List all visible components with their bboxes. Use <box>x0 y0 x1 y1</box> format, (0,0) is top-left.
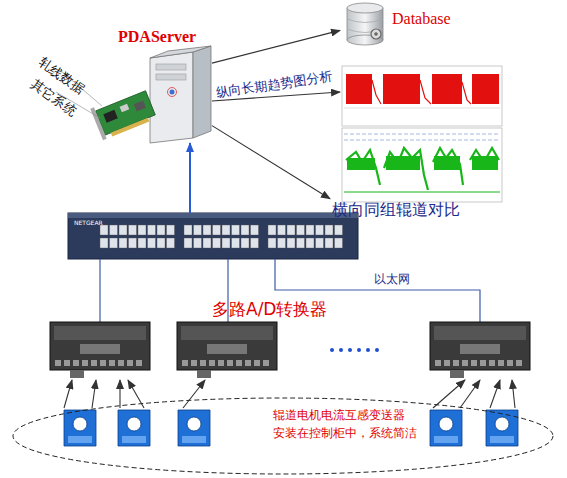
node-text: Database <box>392 10 451 28</box>
switch-node: NETGEAR <box>68 213 358 259</box>
connector-arrow <box>212 126 330 199</box>
database-icon <box>347 3 383 45</box>
network-card <box>90 87 157 140</box>
connector-arrow <box>212 30 340 63</box>
node-text: NETGEAR <box>74 219 103 226</box>
ad-converters <box>50 322 530 378</box>
connector-arrow <box>189 143 191 213</box>
trend-chart <box>342 66 502 202</box>
node-text: 横向同组辊道对比 <box>332 200 460 221</box>
database-node: Database <box>340 0 470 48</box>
current-sensors <box>11 380 555 476</box>
switch-body <box>68 213 358 259</box>
ellipsis-dots <box>330 348 379 352</box>
text-label: 以太网 <box>374 271 410 288</box>
node-text: 辊道电机电流互感变送器 安装在控制柜中，系统简洁 <box>273 406 443 442</box>
text-label: 多路A/D转换器 <box>212 298 327 321</box>
server-icon <box>150 46 211 143</box>
server-node: PDAServer <box>112 28 212 143</box>
node-text: PDAServer <box>118 28 196 46</box>
sensor-group: 辊道电机电流互感变送器 安装在控制柜中，系统简洁 <box>11 396 555 476</box>
compare-node: 横向同组辊道对比 <box>330 198 505 222</box>
ethernet-wires <box>100 259 480 322</box>
